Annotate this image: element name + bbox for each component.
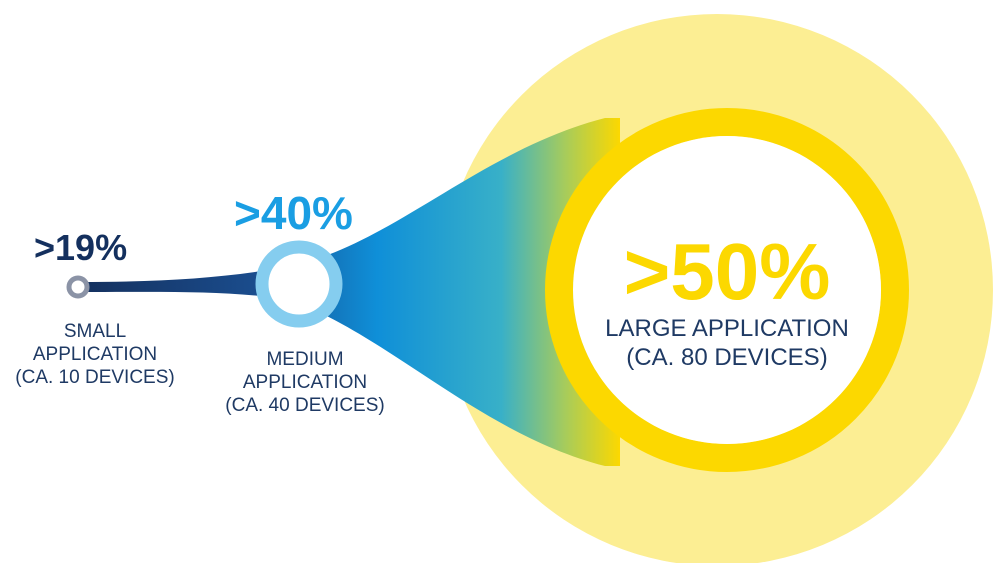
medium-application-label: MEDIUM APPLICATION (CA. 40 DEVICES) <box>220 349 390 417</box>
large-ring <box>545 108 909 472</box>
large-application-label: LARGE APPLICATION (CA. 80 DEVICES) <box>582 315 872 373</box>
small-ring <box>66 275 90 299</box>
small-percentage: >19% <box>34 227 128 268</box>
medium-ring <box>255 240 343 328</box>
medium-label-line-3: (CA. 40 DEVICES) <box>225 394 385 416</box>
flow-funnel <box>80 118 620 466</box>
large-label-line-1: LARGE APPLICATION <box>605 315 849 342</box>
medium-label-line-2: APPLICATION <box>242 371 368 393</box>
small-label-line-2: APPLICATION <box>32 343 158 365</box>
small-label-line-3: (CA. 10 DEVICES) <box>15 366 175 388</box>
medium-percentage: >40% <box>234 187 353 239</box>
large-label-line-2: (CA. 80 DEVICES) <box>626 343 828 371</box>
large-center <box>573 136 881 444</box>
small-application-label: SMALL APPLICATION (CA. 10 DEVICES) <box>10 321 180 389</box>
large-percentage: >50% <box>623 227 831 316</box>
medium-label-line-1: MEDIUM <box>266 349 344 370</box>
small-label-line-1: SMALL <box>63 321 127 342</box>
